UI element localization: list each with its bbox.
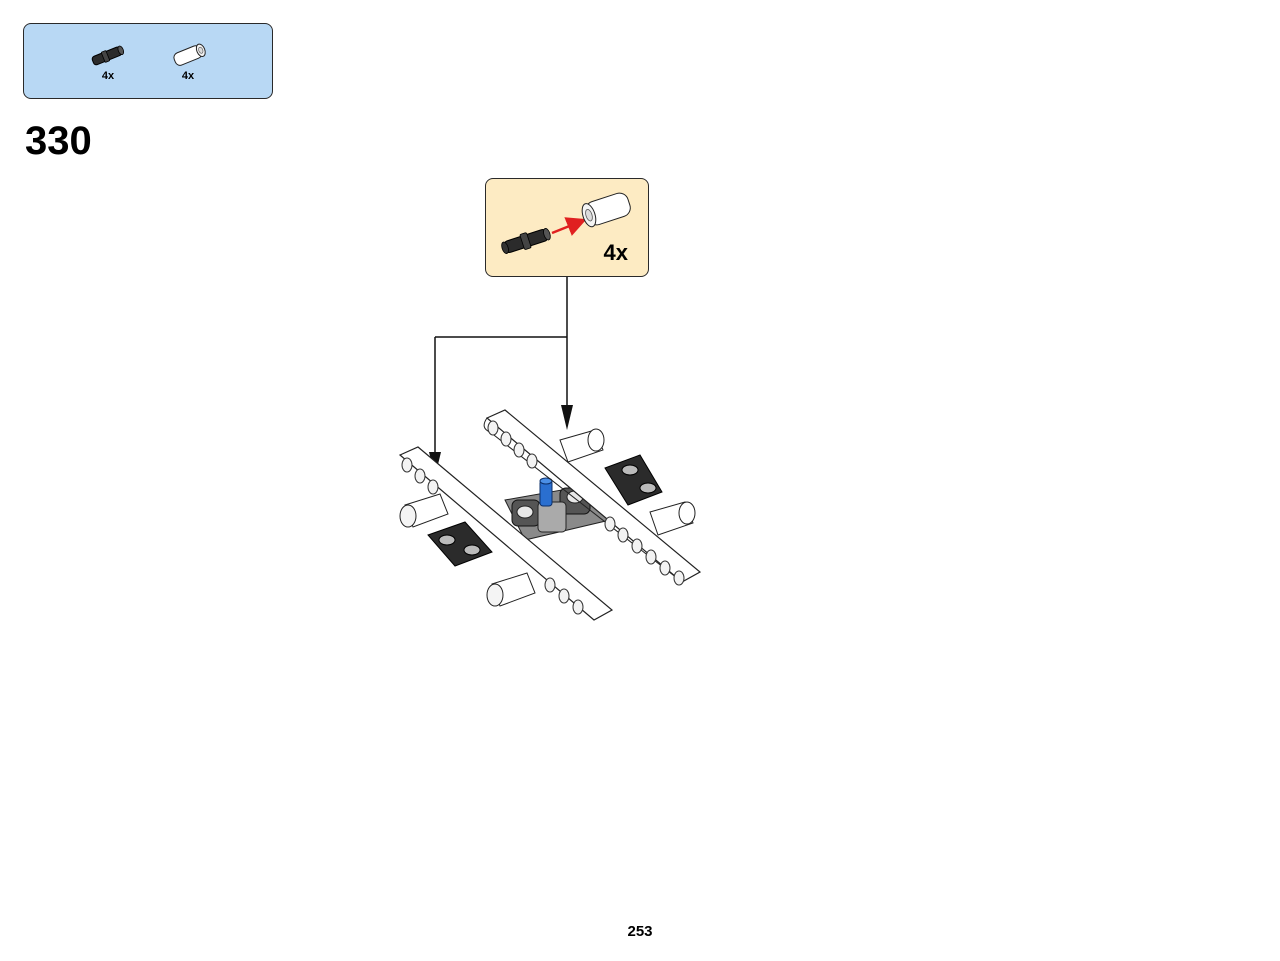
beam-right <box>483 409 702 586</box>
parts-item-white-connector: 4x <box>166 42 210 92</box>
parts-item-black-pin: 4x <box>86 42 130 92</box>
callout-quantity: 4x <box>603 240 628 265</box>
black-connector-pin-icon <box>91 45 125 66</box>
page-number: 253 <box>627 923 653 940</box>
placement-arrows <box>429 277 573 477</box>
black-liftarm-left <box>427 521 493 567</box>
white-pin-connector-icon <box>173 43 206 66</box>
white-connectors-right <box>559 428 696 536</box>
beam-left <box>398 446 614 621</box>
parts-list-panel: 4x 4x <box>23 23 273 99</box>
pin-into-connector-icon <box>501 192 631 254</box>
black-liftarm-right <box>604 454 663 506</box>
parts-item-quantity: 4x <box>181 70 195 82</box>
sub-assembly-callout: 4x <box>485 178 649 277</box>
parts-item-quantity: 4x <box>101 70 115 82</box>
white-connectors-left <box>399 493 536 607</box>
step-number: 330 <box>25 119 92 163</box>
